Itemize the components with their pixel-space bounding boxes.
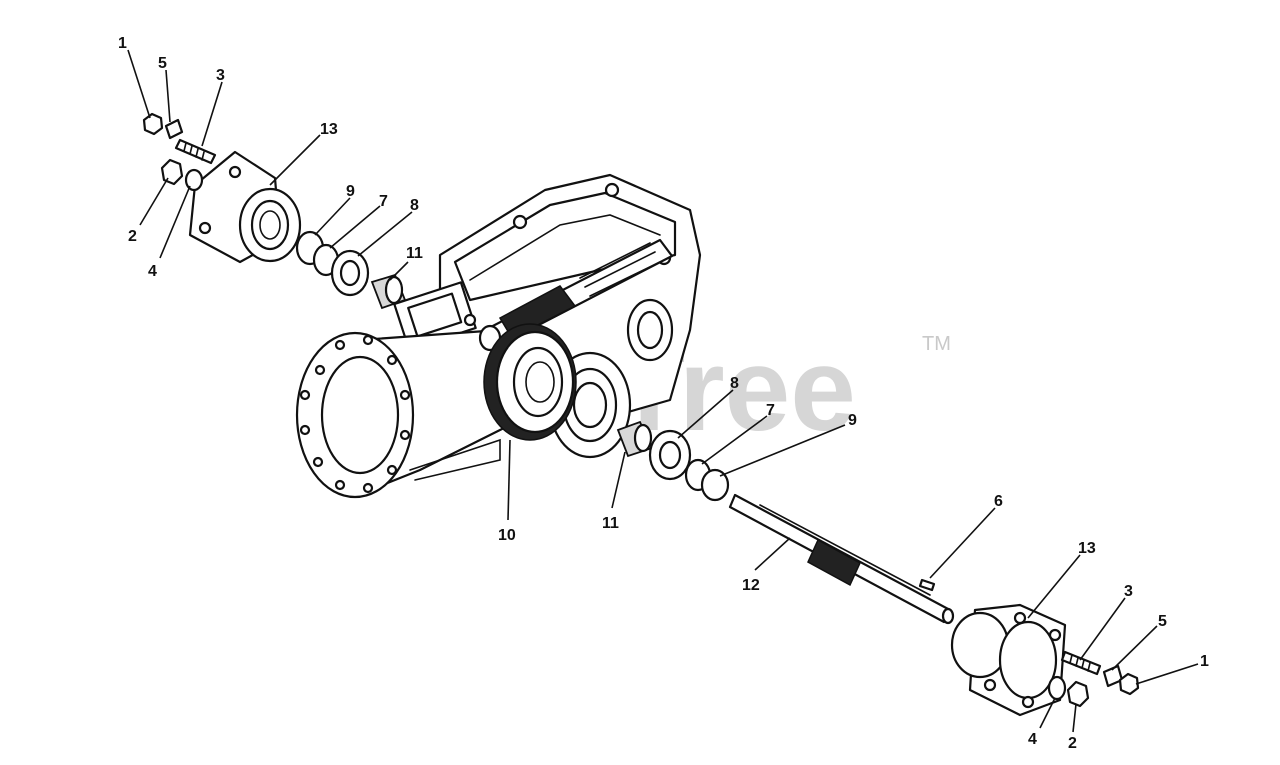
callout-4-top-left: 4 [148,263,157,280]
callout-7-top: 7 [379,193,388,210]
left-bushing-11 [370,273,407,310]
axle-shaft [728,493,955,625]
right-washer-4 [1047,675,1067,701]
callout-8-top: 8 [410,197,419,214]
right-nut-1 [1118,672,1140,696]
callout-2-top-left: 2 [128,228,137,245]
callout-3-bottom-right: 3 [1124,583,1133,600]
callout-8-mid: 8 [730,375,739,392]
callout-5-bottom-right: 5 [1158,613,1167,630]
right-stud [1060,650,1102,676]
callout-13-bottom-right: 13 [1078,540,1096,557]
left-bearing-cap [188,150,302,264]
mid-seal-9 [700,468,730,502]
mid-bushing-11 [616,420,654,458]
callout-11-bottom: 11 [602,515,619,532]
gearbox-housing [295,173,702,499]
mid-bearing-8 [648,429,692,481]
callout-6: 6 [994,493,1003,510]
callout-1-bottom-right: 1 [1200,653,1209,670]
left-nut-1 [142,112,164,136]
callout-7-mid: 7 [766,402,775,419]
callout-labels: 1 5 3 13 2 4 9 7 8 11 8 7 9 10 11 12 6 1… [118,35,1209,752]
left-lock-washer-5 [164,118,184,140]
left-stud [174,138,217,165]
callout-10: 10 [498,527,516,544]
watermark-tm: TM [922,333,951,355]
key-6 [918,578,936,592]
callout-5-top-left: 5 [158,55,167,72]
callout-13-top-left: 13 [320,121,338,138]
flange-bolt-holes [299,334,411,494]
worm-gear [483,323,577,441]
callout-3-top-left: 3 [216,67,225,84]
left-nut-2 [160,158,184,186]
leader-lines [127,49,1199,733]
left-washer-4 [184,168,204,192]
callout-4-bottom-right: 4 [1028,731,1037,748]
callout-9-mid: 9 [848,412,857,429]
callout-9-top: 9 [346,183,355,200]
callout-11-top: 11 [406,245,423,262]
callout-12: 12 [742,577,760,594]
right-nut-2 [1066,680,1090,708]
right-bearing-cap [950,603,1067,717]
left-bearing-8 [330,249,370,297]
callout-1-top-left: 1 [118,35,127,52]
callout-2-bottom-right: 2 [1068,735,1077,752]
